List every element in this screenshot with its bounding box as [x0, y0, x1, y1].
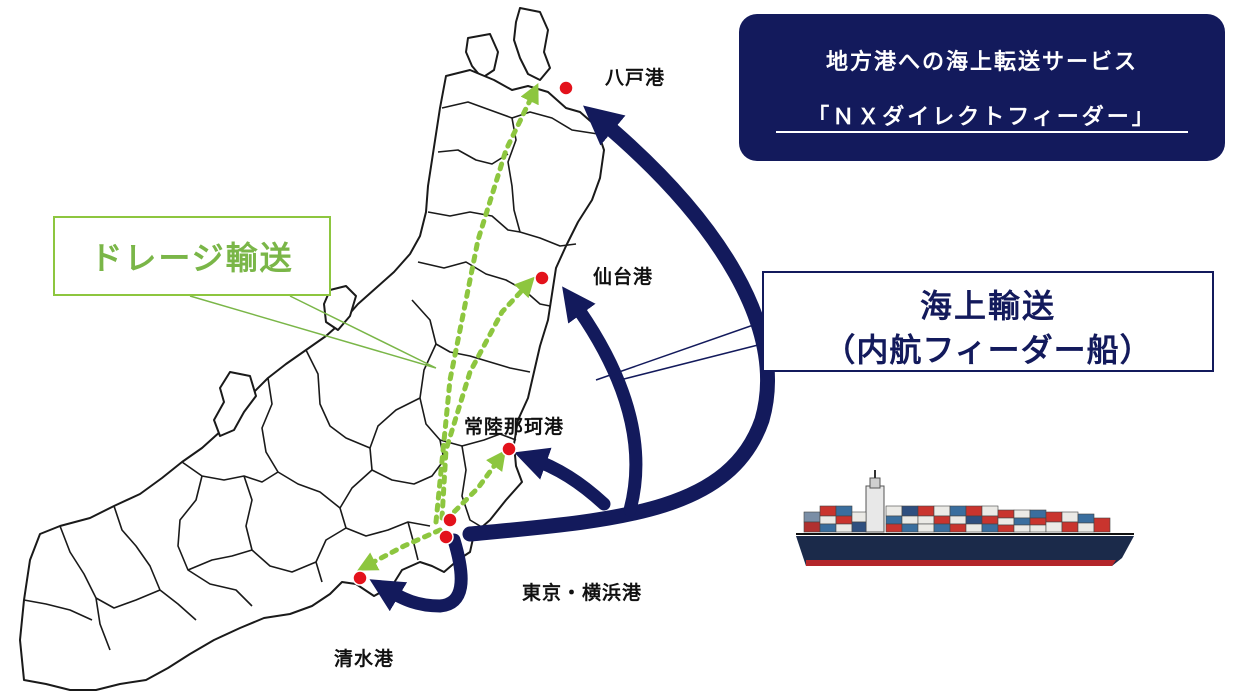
ship-hull	[796, 536, 1134, 566]
port-markers	[352, 80, 574, 586]
port-label-hitachinaka: 常陸那珂港	[464, 416, 565, 438]
drayage-leader-line	[189, 295, 437, 369]
port-marker-hitachinaka	[501, 441, 517, 457]
feeder-ship-label: （内航フィーダー船）	[823, 331, 1153, 369]
sea-route-hachinohe	[462, 105, 775, 542]
drayage-legend-label: ドレージ輸送	[90, 239, 294, 277]
sea-routes	[369, 105, 775, 613]
sea-route-shimizu	[369, 533, 468, 613]
drayage-legend-box: ドレージ輸送	[53, 216, 331, 296]
japan-map	[19, 7, 605, 691]
port-marker-hachinohe	[558, 80, 574, 96]
sea-transport-label: 海上輸送	[919, 287, 1056, 325]
port-marker-yokohama	[438, 529, 454, 545]
sea-route-hitachinaka	[514, 447, 611, 511]
drayage-route-sendai	[439, 276, 535, 521]
port-marker-tokyo	[442, 512, 458, 528]
port-label-sendai: 仙台港	[593, 266, 654, 288]
sea-route-sendai	[562, 286, 643, 517]
port-label-shimizu: 清水港	[334, 648, 395, 670]
container-stack	[803, 505, 1111, 533]
drayage-route-shimizu	[357, 527, 443, 571]
container-ship-image	[796, 470, 1134, 566]
drayage-routes	[357, 82, 539, 571]
leader-lines	[189, 295, 763, 381]
port-marker-sendai	[534, 270, 550, 286]
service-title-box: 地方港への海上転送サービス 「ＮＸダイレクトフィーダー」	[739, 14, 1225, 161]
drayage-route-hitachinaka	[443, 449, 506, 523]
port-label-hachinohe: 八戸港	[605, 67, 666, 89]
title-underline	[776, 131, 1188, 133]
sea-leader-line	[595, 321, 763, 381]
service-title: 地方港への海上転送サービス	[825, 50, 1138, 75]
sea-transport-legend-box: 海上輸送 （内航フィーダー船）	[762, 271, 1214, 372]
port-label-tokyo-yokohama: 東京・横浜港	[522, 582, 643, 604]
port-marker-shimizu	[352, 570, 368, 586]
service-name: 「ＮＸダイレクトフィーダー」	[807, 105, 1157, 130]
drayage-route-hachinohe	[433, 82, 539, 525]
